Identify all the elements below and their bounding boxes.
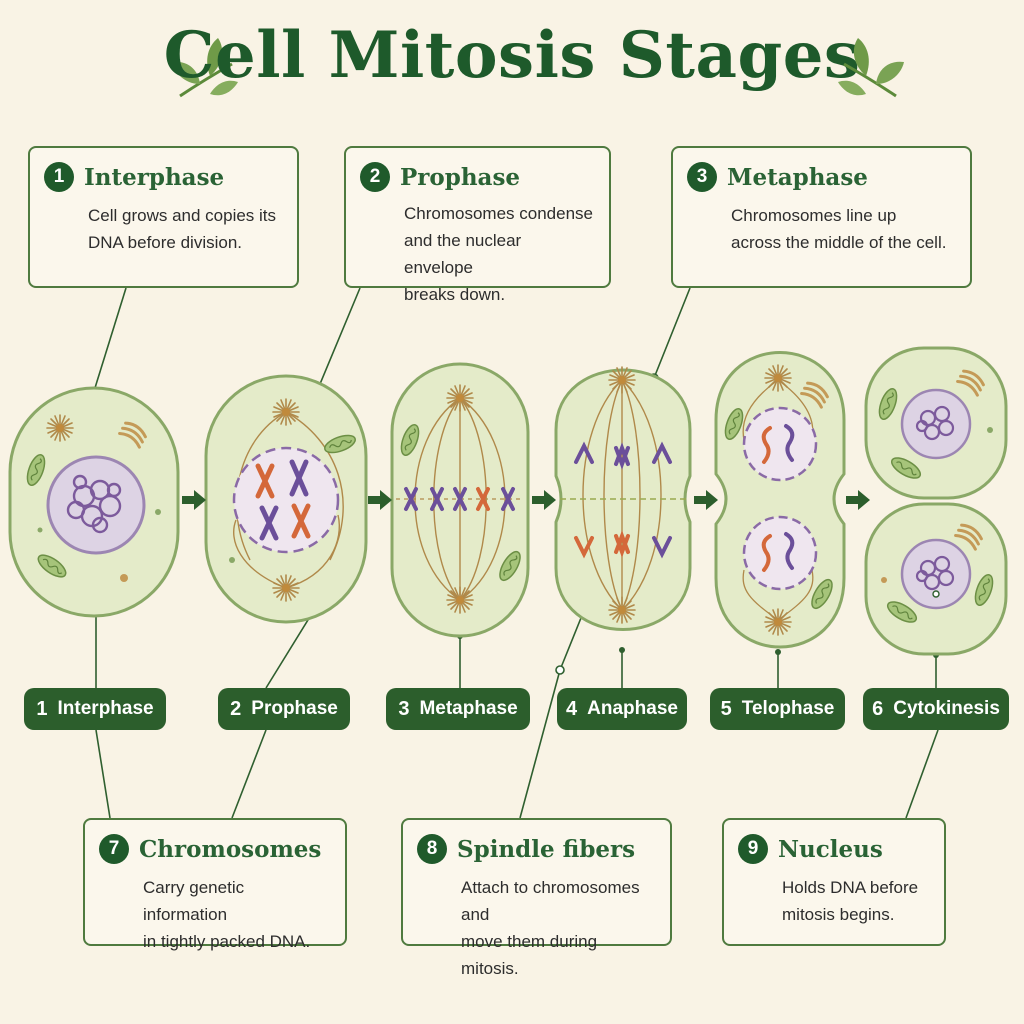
card-title: Prophase xyxy=(400,163,521,191)
card-number: 2 xyxy=(360,162,390,192)
arrow-right-icon xyxy=(694,490,718,510)
card-metaphase: 3 Metaphase Chromosomes line up across t… xyxy=(671,146,972,288)
description-line: breaks down. xyxy=(404,285,506,304)
card-description: Holds DNA before mitosis begins. xyxy=(738,874,928,928)
arrow-right-icon xyxy=(368,490,392,510)
card-number: 8 xyxy=(417,834,447,864)
card-number: 7 xyxy=(99,834,129,864)
stage-label: Metaphase xyxy=(419,698,518,719)
description-line: Cell grows and copies its xyxy=(88,206,277,225)
stage-pill-interphase: 1 Interphase xyxy=(24,688,166,730)
leaf-icon xyxy=(170,36,240,102)
stage-label: Prophase xyxy=(251,698,338,719)
card-number: 3 xyxy=(687,162,717,192)
stage-pill-prophase: 2 Prophase xyxy=(218,688,350,730)
card-title: Spindle fibers xyxy=(457,835,636,863)
description-line: Attach to chromosomes and xyxy=(461,878,640,924)
stage-label: Interphase xyxy=(57,698,154,719)
card-number: 9 xyxy=(738,834,768,864)
card-title: Chromosomes xyxy=(139,835,322,863)
description-line: in tightly packed DNA. xyxy=(143,932,311,951)
card-description: Chromosomes line up across the middle of… xyxy=(687,202,954,256)
description-line: Chromosomes condense xyxy=(404,204,593,223)
card-prophase: 2 Prophase Chromosomes condense and the … xyxy=(344,146,611,304)
card-title: Metaphase xyxy=(727,163,868,191)
description-line: Carry genetic information xyxy=(143,878,245,924)
stage-number: 5 xyxy=(720,697,732,720)
card-nucleus: 9 Nucleus Holds DNA before mitosis begin… xyxy=(722,818,946,946)
description-line: across the middle of the cell. xyxy=(731,233,947,252)
metaphase-cell xyxy=(390,362,530,638)
anaphase-cell xyxy=(554,366,692,631)
stage-number: 2 xyxy=(230,697,242,720)
card-number: 1 xyxy=(44,162,74,192)
stage-number: 1 xyxy=(36,697,48,720)
card-description: Cell grows and copies its DNA before div… xyxy=(44,202,281,256)
description-line: Holds DNA before xyxy=(782,878,919,897)
card-spindle-fibers: 8 Spindle fibers Attach to chromosomes a… xyxy=(401,818,672,978)
cytokinesis-cells xyxy=(864,346,1008,656)
stage-pill-metaphase: 3 Metaphase xyxy=(386,688,530,730)
arrow-right-icon xyxy=(846,490,870,510)
stage-number: 4 xyxy=(566,697,578,720)
arrow-right-icon xyxy=(532,490,556,510)
stage-pill-anaphase: 4 Anaphase xyxy=(557,688,687,730)
page-title: Cell Mitosis Stages xyxy=(163,18,861,93)
card-title: Nucleus xyxy=(778,835,883,863)
description-line: mitosis begins. xyxy=(782,905,895,924)
telophase-cell xyxy=(714,351,846,649)
stage-pill-cytokinesis: 6 Cytokinesis xyxy=(863,688,1009,730)
card-title: Interphase xyxy=(84,163,225,191)
leaf-icon xyxy=(836,36,906,102)
description-line: move them during mitosis. xyxy=(461,932,598,978)
card-description: Chromosomes condense and the nuclear env… xyxy=(360,200,593,308)
card-chromosomes: 7 Chromosomes Carry genetic information … xyxy=(83,818,347,951)
description-line: Chromosomes line up xyxy=(731,206,897,225)
stage-label: Telophase xyxy=(741,698,835,719)
stage-label: Cytokinesis xyxy=(893,698,1000,719)
card-description: Attach to chromosomes and move them duri… xyxy=(417,874,654,982)
stage-pill-telophase: 5 Telophase xyxy=(710,688,845,730)
stage-label: Anaphase xyxy=(587,698,678,719)
interphase-cell xyxy=(8,386,180,618)
stage-number: 3 xyxy=(398,697,410,720)
description-line: DNA before division. xyxy=(88,233,243,252)
arrow-right-icon xyxy=(182,490,206,510)
card-interphase: 1 Interphase Cell grows and copies its D… xyxy=(28,146,299,288)
prophase-cell xyxy=(204,374,368,624)
card-description: Carry genetic information in tightly pac… xyxy=(99,874,329,955)
stage-number: 6 xyxy=(872,697,884,720)
description-line: and the nuclear envelope xyxy=(404,231,522,277)
